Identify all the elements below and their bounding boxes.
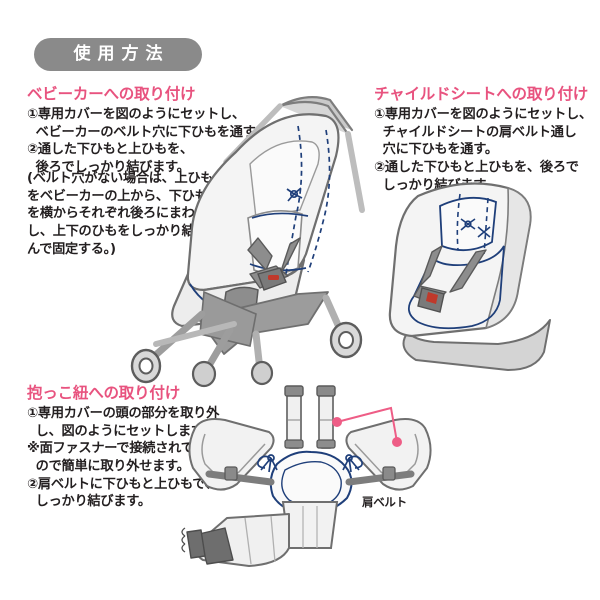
- heading-child-seat: チャイルドシートへの取り付け: [374, 85, 589, 103]
- heading-stroller: ベビーカーへの取り付け: [27, 85, 196, 103]
- body-text-stroller: ①専用カバーを図のようにセットし、 ベビーカーのベルト穴に下ひもを通す。 ②通し…: [27, 107, 268, 176]
- shoulder-belt-label: 肩ベルト: [362, 495, 407, 509]
- baby-carrier-illustration: [181, 382, 435, 567]
- child-seat-illustration: [368, 180, 588, 380]
- heading-baby-carrier: 抱っこ紐への取り付け: [27, 384, 181, 402]
- section-title-pill: 使用方法: [34, 38, 202, 71]
- note-text-stroller: (ベルト穴がない場合は、上ひも をベビーカーの上から、下ひも を横からそれぞれ後…: [27, 171, 214, 257]
- body-text-child-seat: ①専用カバーを図のようにセットし、 チャイルドシートの肩ベルト通し 穴に下ひもを…: [374, 107, 592, 193]
- body-text-baby-carrier: ①専用カバーの頭の部分を取り外 し、図のようにセットします。 ※面ファスナーで接…: [27, 406, 220, 510]
- stroller-illustration: [130, 78, 370, 388]
